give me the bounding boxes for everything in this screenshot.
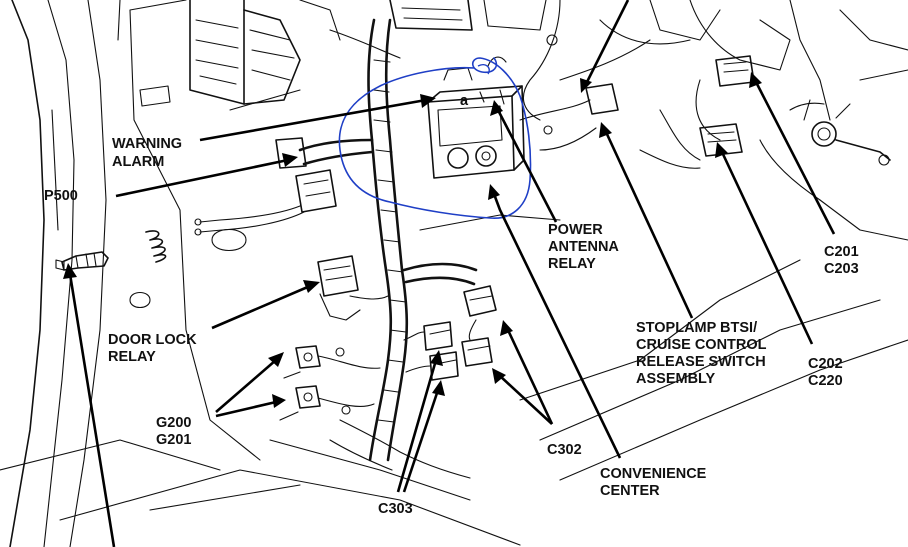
callout-labels: WARNING ALARM P500 POWER ANTENNA RELAY D…: [44, 136, 859, 517]
label-g201: G201: [156, 432, 191, 448]
label-c201: C201: [824, 244, 859, 260]
label-power-antenna-line2: ANTENNA: [548, 239, 619, 255]
spring-icon: [145, 230, 167, 263]
label-convenience-center-line1: CONVENIENCE: [600, 466, 707, 482]
label-power-antenna-line3: RELAY: [548, 256, 596, 272]
pointer-lines: [63, 0, 836, 547]
label-c302: C302: [547, 442, 582, 458]
label-warning-alarm-line1: WARNING: [112, 136, 182, 152]
label-stoplamp-line2: CRUISE CONTROL: [636, 337, 767, 353]
label-c220: C220: [808, 373, 843, 389]
convenience-center-module: a: [427, 56, 525, 179]
label-c203: C203: [824, 261, 859, 277]
label-convenience-center-line2: CENTER: [600, 483, 660, 499]
label-stoplamp-line1: STOPLAMP BTSI/: [636, 320, 757, 336]
label-warning-alarm-line2: ALARM: [112, 154, 164, 170]
label-door-lock-relay-line2: RELAY: [108, 349, 156, 365]
label-door-lock-relay-line1: DOOR LOCK: [108, 332, 197, 348]
label-stoplamp-line3: RELEASE SWITCH: [636, 354, 766, 370]
label-p500: P500: [44, 188, 78, 204]
label-stoplamp-line4: ASSEMBLY: [636, 371, 716, 387]
label-g200: G200: [156, 415, 191, 431]
module-mark: a: [460, 93, 469, 109]
label-power-antenna-line1: POWER: [548, 222, 603, 238]
annotation-circle: [338, 57, 532, 219]
label-c202: C202: [808, 356, 843, 372]
label-c303: C303: [378, 501, 413, 517]
